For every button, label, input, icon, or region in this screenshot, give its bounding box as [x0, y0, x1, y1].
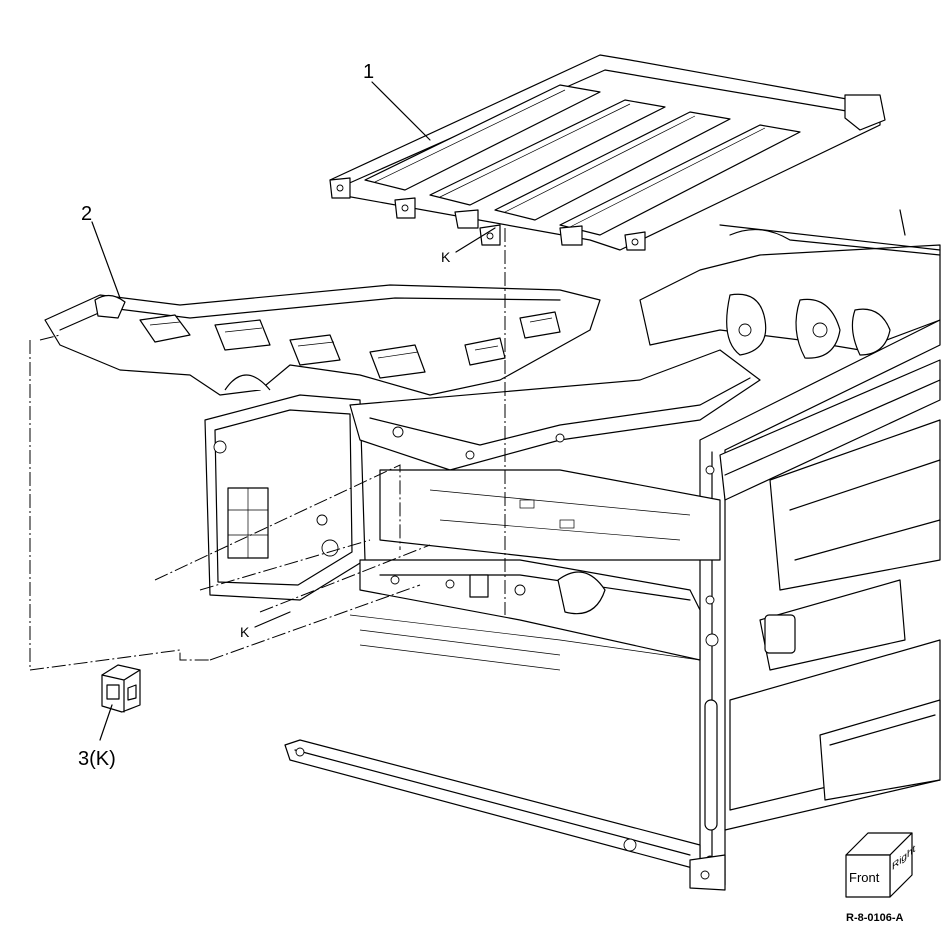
leader-k-lower [254, 611, 291, 628]
callout-k-upper: K [441, 249, 451, 265]
part-2-middle-cover [44, 284, 601, 396]
callout-k-lower: K [240, 624, 250, 640]
callout-item-2: 2 [81, 203, 92, 225]
callout-item-1: 1 [363, 61, 374, 83]
part-1-top-duct [329, 54, 886, 251]
leader-item-1 [371, 81, 431, 141]
cube-front-label: Front [849, 870, 880, 885]
callout-item-3: 3(K) [78, 748, 116, 770]
leader-item-2 [91, 221, 121, 299]
leader-k-upper [455, 227, 496, 253]
leader-item-3 [99, 704, 113, 741]
callout-leaders [91, 81, 496, 741]
alignment-lines [29, 228, 506, 671]
part-3-connector [101, 664, 141, 713]
main-frame-assembly [204, 209, 941, 891]
orientation-cube: Front Right [845, 832, 916, 898]
figure-code: R-8-0106-A [846, 912, 904, 924]
